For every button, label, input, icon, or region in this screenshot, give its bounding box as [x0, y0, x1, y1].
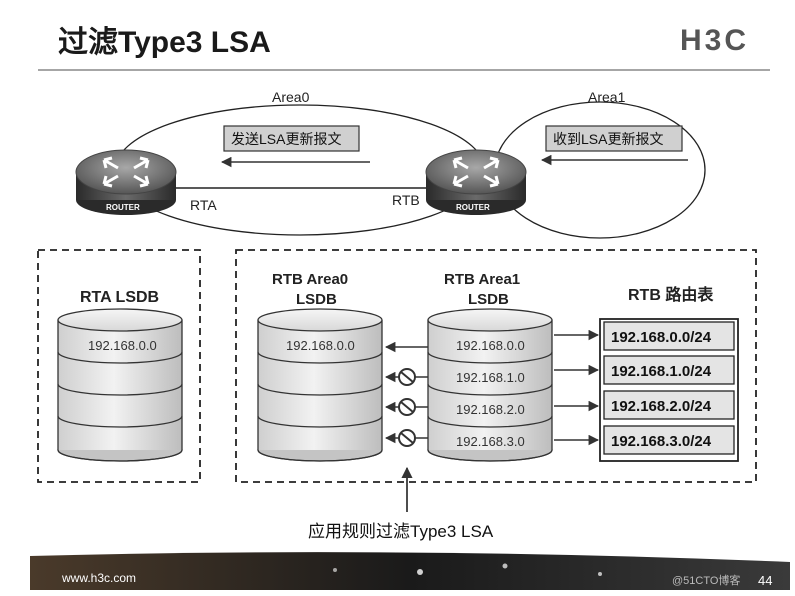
filter-caption: 应用规则过滤Type3 LSA	[308, 522, 494, 541]
rta-lsdb-entry: 192.168.0.0	[88, 338, 157, 353]
slide-watermark: @51CTO博客	[672, 573, 740, 587]
route-entry: 192.168.0.0/24	[611, 329, 712, 346]
filter-block-icon	[398, 368, 416, 386]
rtb-area0-lsdb-subtitle: LSDB	[296, 291, 337, 308]
area1-ellipse	[494, 101, 706, 239]
area1-label: Area1	[588, 89, 626, 105]
lsdb-to-area0-arrows	[384, 341, 428, 444]
page-number: 44	[758, 573, 772, 588]
footer-url: www.h3c.com	[61, 571, 136, 585]
rtb-area1-cylinder: 192.168.0.0 192.168.1.0 192.168.2.0 192.…	[427, 308, 553, 462]
rtb-area1-entry: 192.168.3.0	[456, 434, 525, 449]
rta-lsdb-cylinder: 192.168.0.0	[57, 308, 183, 462]
h3c-logo: H3C	[680, 24, 749, 57]
router-rtb-caption: ROUTER	[456, 203, 490, 212]
rtb-area1-entry: 192.168.2.0	[456, 402, 525, 417]
rtb-area0-cylinder: 192.168.0.0	[257, 308, 383, 462]
rtb-area1-lsdb-title: RTB Area1	[444, 271, 520, 288]
router-rta-icon: ROUTER	[75, 149, 177, 215]
slide-header: 过滤Type3 LSA H3C	[0, 0, 795, 71]
rtb-area0-lsdb-title: RTB Area0	[272, 271, 348, 288]
routing-table: 192.168.0.0/24 192.168.1.0/24 192.168.2.…	[599, 318, 739, 462]
rta-lsdb-panel: RTA LSDB 192.168.0.0	[37, 249, 201, 483]
lsdb-to-route-arrows	[554, 329, 600, 446]
route-entry: 192.168.1.0/24	[611, 363, 712, 380]
filter-block-icon	[398, 398, 416, 416]
slide-footer: www.h3c.com @51CTO博客 44	[30, 552, 790, 590]
route-entry: 192.168.3.0/24	[611, 433, 712, 450]
send-lsa-box	[223, 125, 360, 152]
filter-block-icon	[398, 429, 416, 447]
rtb-area0-entry: 192.168.0.0	[286, 338, 355, 353]
rtb-area1-lsdb-subtitle: LSDB	[468, 291, 509, 308]
router-rta-caption: ROUTER	[106, 203, 140, 212]
routing-table-title: RTB 路由表	[628, 285, 714, 304]
area0-label: Area0	[272, 89, 310, 105]
send-lsa-label: 发送LSA更新报文	[231, 131, 341, 147]
slide-title: 过滤Type3 LSA	[58, 26, 271, 59]
receive-lsa-box	[545, 125, 683, 152]
receive-lsa-label: 收到LSA更新报文	[553, 131, 663, 147]
rtb-area1-entry: 192.168.0.0	[456, 338, 525, 353]
network-topology: Area0 Area1 发送LSA更新报文 收到LSA更新报文 ROUTER R…	[75, 89, 706, 239]
route-row	[603, 321, 735, 351]
rta-lsdb-title: RTA LSDB	[80, 289, 159, 306]
rta-label: RTA	[190, 197, 217, 213]
rtb-area1-entry: 192.168.1.0	[456, 370, 525, 385]
router-rtb-icon: ROUTER	[425, 149, 527, 215]
route-row	[603, 390, 735, 420]
route-entry: 192.168.2.0/24	[611, 398, 712, 415]
route-row	[603, 355, 735, 385]
rtb-panel: RTB Area0 LSDB RTB Area1 LSDB RTB 路由表 19…	[235, 249, 757, 483]
route-row	[603, 425, 735, 455]
rtb-label: RTB	[392, 192, 420, 208]
